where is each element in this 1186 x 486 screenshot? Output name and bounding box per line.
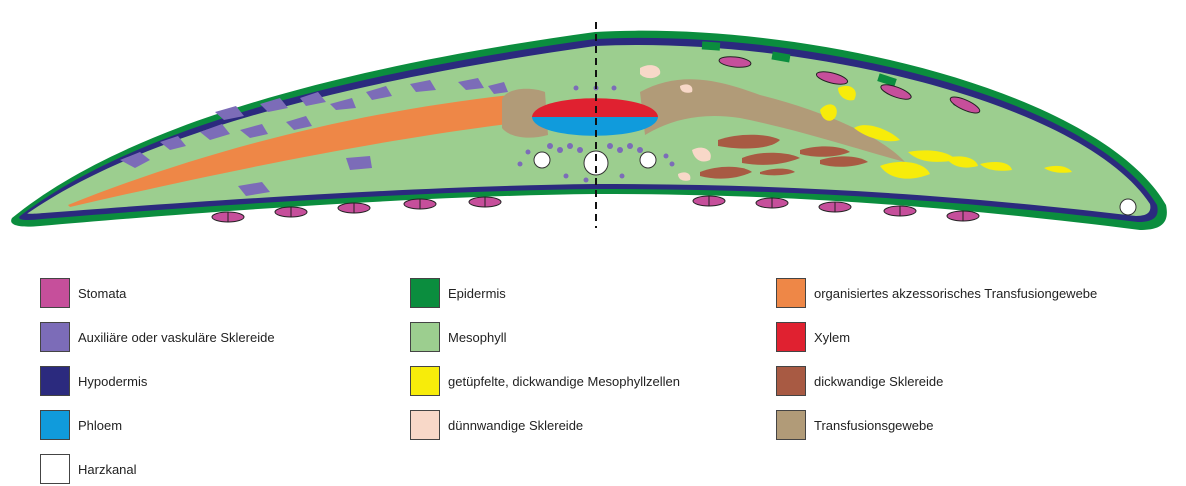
legend-label: Stomata [78, 286, 126, 301]
legend-swatch [776, 322, 806, 352]
legend-item-transfusion: Transfusionsgewebe [776, 408, 933, 442]
legend-label: Epidermis [448, 286, 506, 301]
legend-item-thick-sclereid: dickwandige Sklereide [776, 364, 943, 398]
legend-swatch [410, 278, 440, 308]
legend-swatch [776, 278, 806, 308]
legend-label: Mesophyll [448, 330, 507, 345]
legend-label: Phloem [78, 418, 122, 433]
legend-item-resin-canal: Harzkanal [40, 452, 137, 486]
legend-swatch [410, 366, 440, 396]
legend-label: Xylem [814, 330, 850, 345]
legend-label: Hypodermis [78, 374, 147, 389]
needle-cross-section-diagram [0, 0, 1186, 240]
legend-item-accessory-transfusion: organisiertes akzessorisches Transfusion… [776, 276, 1097, 310]
legend-label: organisiertes akzessorisches Transfusion… [814, 286, 1097, 301]
legend-item-epidermis: Epidermis [410, 276, 506, 310]
legend-item-thin-sclereid: dünnwandige Sklereide [410, 408, 583, 442]
legend-swatch [40, 366, 70, 396]
legend-swatch [40, 278, 70, 308]
legend-label: getüpfelte, dickwandige Mesophyllzellen [448, 374, 680, 389]
legend-swatch [410, 410, 440, 440]
legend-item-stomata: Stomata [40, 276, 126, 310]
legend-label: dünnwandige Sklereide [448, 418, 583, 433]
legend-item-hypodermis: Hypodermis [40, 364, 147, 398]
legend-label: Transfusionsgewebe [814, 418, 933, 433]
legend-swatch [410, 322, 440, 352]
legend-item-phloem: Phloem [40, 408, 122, 442]
legend-label: Auxiliäre oder vaskuläre Sklereide [78, 330, 275, 345]
legend-label: Harzkanal [78, 462, 137, 477]
legend-swatch [40, 410, 70, 440]
legend-label: dickwandige Sklereide [814, 374, 943, 389]
legend-swatch [776, 366, 806, 396]
legend-item-xylem: Xylem [776, 320, 850, 354]
legend-item-auxiliary-sclereid: Auxiliäre oder vaskuläre Sklereide [40, 320, 275, 354]
legend-swatch [40, 322, 70, 352]
legend-item-thick-mesophyll: getüpfelte, dickwandige Mesophyllzellen [410, 364, 680, 398]
legend-item-mesophyll: Mesophyll [410, 320, 507, 354]
legend-swatch [776, 410, 806, 440]
